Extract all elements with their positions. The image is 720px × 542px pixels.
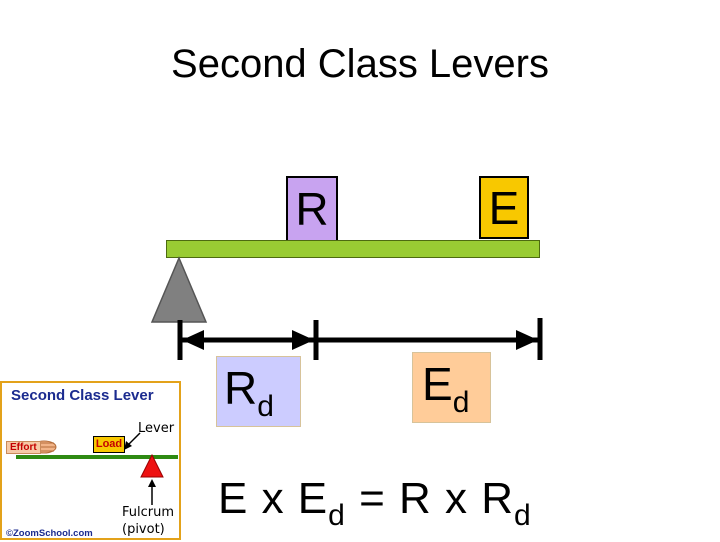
effort-box: E xyxy=(479,176,529,239)
fulcrum-triangle-icon xyxy=(150,256,208,323)
ed-arrowhead-right xyxy=(516,330,538,350)
inset-effort-label: Effort xyxy=(6,441,41,454)
distance-arrows xyxy=(177,318,543,360)
inset-lever-label: Lever xyxy=(138,421,175,436)
load-box: R xyxy=(286,176,338,242)
inset-title: Second Class Lever xyxy=(11,387,154,404)
rd-arrowhead-left xyxy=(182,330,204,350)
page-title: Second Class Levers xyxy=(171,42,549,86)
lever-formula: E x Ed = R x Rd xyxy=(218,474,532,532)
lever-beam xyxy=(166,240,540,258)
inset-drawing xyxy=(16,432,178,505)
inset-pivot-label: (pivot) xyxy=(122,522,165,537)
ed-label: Ed xyxy=(412,352,491,423)
inset-load-box: Load xyxy=(93,436,125,453)
inset-credit: ©ZoomSchool.com xyxy=(6,528,93,539)
inset-fulcrum-label: Fulcrum xyxy=(122,505,175,520)
triangle-icon xyxy=(140,453,164,478)
rd-arrowhead-right xyxy=(292,330,314,350)
inset-illustration: Second Class Lever Lever Effort Load Ful… xyxy=(0,381,181,540)
rd-label: Rd xyxy=(216,356,301,427)
